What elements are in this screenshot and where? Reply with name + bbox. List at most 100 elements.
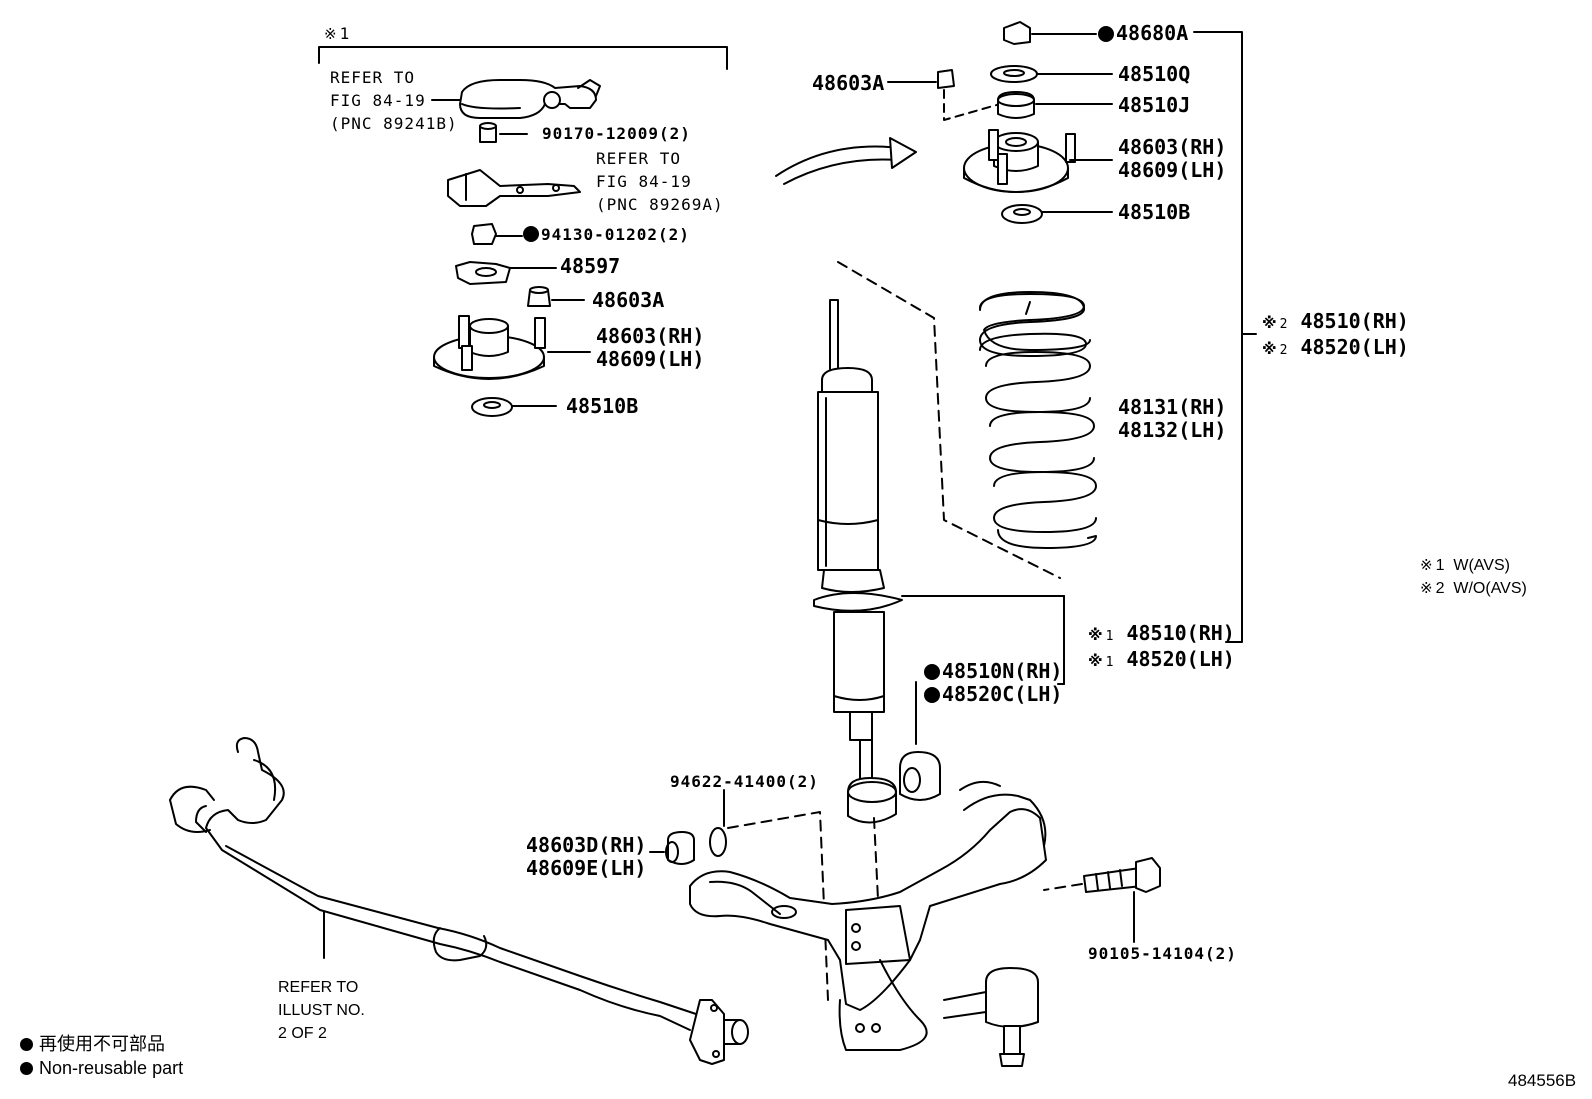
stabilizer-bar [169, 737, 749, 1065]
note-ref-2: 2 [1279, 343, 1289, 358]
part-number-48510Q: 48510Q [1118, 62, 1191, 86]
nut-48680A [1003, 21, 1097, 45]
part-number-48609-lh: 48609(LH) [1118, 158, 1227, 182]
refer-note-line: (PNC 89241B) [330, 114, 458, 133]
part-number-stabilizer-bushing: 48603D(RH) 48609E(LH) [526, 834, 646, 880]
asterisk-mark: ※ [1420, 556, 1433, 574]
part-94130-row: 94130-01202(2) [523, 226, 690, 243]
refer-note-illust: REFER TO ILLUST NO. 2 OF 2 [278, 976, 365, 1045]
cap-48603A-right [887, 69, 1001, 121]
washer-94622 [709, 789, 727, 857]
asterisk-mark: ※ [1088, 652, 1103, 670]
ball-joint [943, 967, 1039, 1067]
shock-wo-avs-lh-row: ※2 48520(LH) [1262, 336, 1409, 362]
support-48603-left [433, 315, 591, 380]
avs-legend-row-2: ※2 W/O(AVS) [1420, 577, 1527, 600]
part-number-94622: 94622-41400(2) [670, 772, 819, 791]
part-number-48680A: 48680A [1116, 21, 1189, 45]
refer-note-line: (PNC 89269A) [596, 195, 724, 214]
part-number-48609-lh: 48609(LH) [596, 347, 705, 371]
non-reusable-dot-icon [924, 687, 940, 703]
part-number-48131-rh: 48131(RH) [1118, 395, 1227, 419]
non-reusable-dot-icon [1098, 26, 1114, 42]
refer-note-line: FIG 84-19 [596, 172, 692, 191]
part-number-48597: 48597 [560, 254, 621, 278]
part-48680A-row: 48680A [1098, 23, 1188, 43]
part-number-90170: 90170-12009(2) [542, 124, 691, 143]
washer-48510Q [990, 65, 1113, 83]
part-number-48520C: 48520C(LH) [942, 682, 1063, 706]
refer-note-line: REFER TO [596, 149, 682, 168]
figure-id: 484556B [1508, 1071, 1577, 1090]
insulator-48510B-right [1001, 204, 1113, 224]
note-ref-1: 1 [1105, 655, 1115, 670]
wo-avs-group-bracket [1193, 31, 1257, 643]
non-reusable-legend: 再使用不可部品 Non-reusable part [20, 1032, 183, 1080]
note-ref-2: 2 [1279, 317, 1289, 332]
non-reusable-dot-icon [20, 1062, 33, 1075]
assembly-dashed-lines [727, 261, 1061, 1001]
note-ref-1: 1 [1105, 629, 1115, 644]
asterisk-mark: ※ [1262, 314, 1277, 332]
lower-control-arm [689, 780, 1047, 1051]
avs-marker: ※1 [324, 26, 350, 43]
avs-legend-row-1: ※1 W(AVS) [1420, 554, 1527, 577]
bushing-lh-row: 48520C(LH) [924, 683, 1062, 706]
part-number-48603A-right: 48603A [812, 71, 885, 95]
bolt-90105 [1043, 857, 1161, 943]
part-number-shock-wo-avs: ※2 48510(RH) ※2 48520(LH) [1262, 310, 1409, 362]
part-number-48510-rh: 48510(RH) [1300, 309, 1409, 333]
refer-note-sensor: REFER TO FIG 84-19 (PNC 89241B) [330, 66, 458, 135]
support-48603-right [963, 129, 1113, 193]
note-ref-1: 1 [1435, 557, 1445, 574]
small-nut-90170 [479, 122, 528, 143]
part-number-48132-lh: 48132(LH) [1118, 418, 1227, 442]
asterisk-mark: ※ [1262, 340, 1277, 358]
part-number-48510B-right: 48510B [1118, 200, 1191, 224]
shock-avs-rh-row: ※1 48510(RH) [1088, 622, 1235, 648]
legend-row-en: Non-reusable part [20, 1056, 183, 1080]
avs-legend: ※1 W(AVS) ※2 W/O(AVS) [1420, 554, 1527, 600]
part-number-48520-lh: 48520(LH) [1126, 647, 1235, 671]
note-w-avs: W(AVS) [1453, 557, 1510, 574]
part-number-94130: 94130-01202(2) [541, 225, 690, 244]
sensor-link-illustration [447, 169, 581, 207]
refer-note-line: FIG 84-19 [330, 91, 426, 110]
part-number-48510-rh: 48510(RH) [1126, 621, 1235, 645]
nut-94130 [471, 223, 523, 245]
shock-absorber-48510 [813, 299, 1065, 824]
part-number-48603-rh: 48603(RH) [596, 324, 705, 348]
avs-group-bracket [318, 46, 728, 70]
part-number-48520-lh: 48520(LH) [1300, 335, 1409, 359]
non-reusable-dot-icon [20, 1038, 33, 1051]
part-number-48603D-rh: 48603D(RH) [526, 833, 647, 857]
avs-marker-number: 1 [339, 24, 351, 43]
part-number-90105: 90105-14104(2) [1088, 944, 1237, 963]
refer-note-link: REFER TO FIG 84-19 (PNC 89269A) [596, 147, 724, 216]
refer-note-line: 2 OF 2 [278, 1025, 327, 1042]
part-number-coil-spring: 48131(RH) 48132(LH) [1118, 396, 1226, 442]
insulator-48510B-left [471, 397, 557, 417]
refer-note-line: REFER TO [330, 68, 416, 87]
height-sensor-illustration [431, 79, 601, 119]
bushing-rh-row: 48510N(RH) [924, 660, 1062, 683]
cap-48603A-left [527, 286, 585, 307]
coil-spring-48131 [979, 291, 1097, 549]
part-number-48603-rh: 48603(RH) [1118, 135, 1227, 159]
asterisk-mark: ※ [324, 25, 337, 43]
shock-avs-lh-row: ※1 48520(LH) [1088, 648, 1235, 674]
part-number-48510N: 48510N(RH) [942, 659, 1063, 683]
note-ref-2: 2 [1435, 580, 1445, 597]
part-number-48603A-left: 48603A [592, 288, 665, 312]
part-number-48603-right: 48603(RH) 48609(LH) [1118, 136, 1226, 182]
bumper-48510J [997, 91, 1113, 119]
bracket-48597 [455, 261, 557, 285]
part-number-48510J: 48510J [1118, 93, 1191, 117]
non-reusable-dot-icon [523, 226, 539, 242]
non-reusable-dot-icon [924, 664, 940, 680]
part-number-48510B-left: 48510B [566, 394, 639, 418]
bushing-48603D [649, 831, 695, 865]
refer-note-line: ILLUST NO. [278, 1002, 365, 1019]
